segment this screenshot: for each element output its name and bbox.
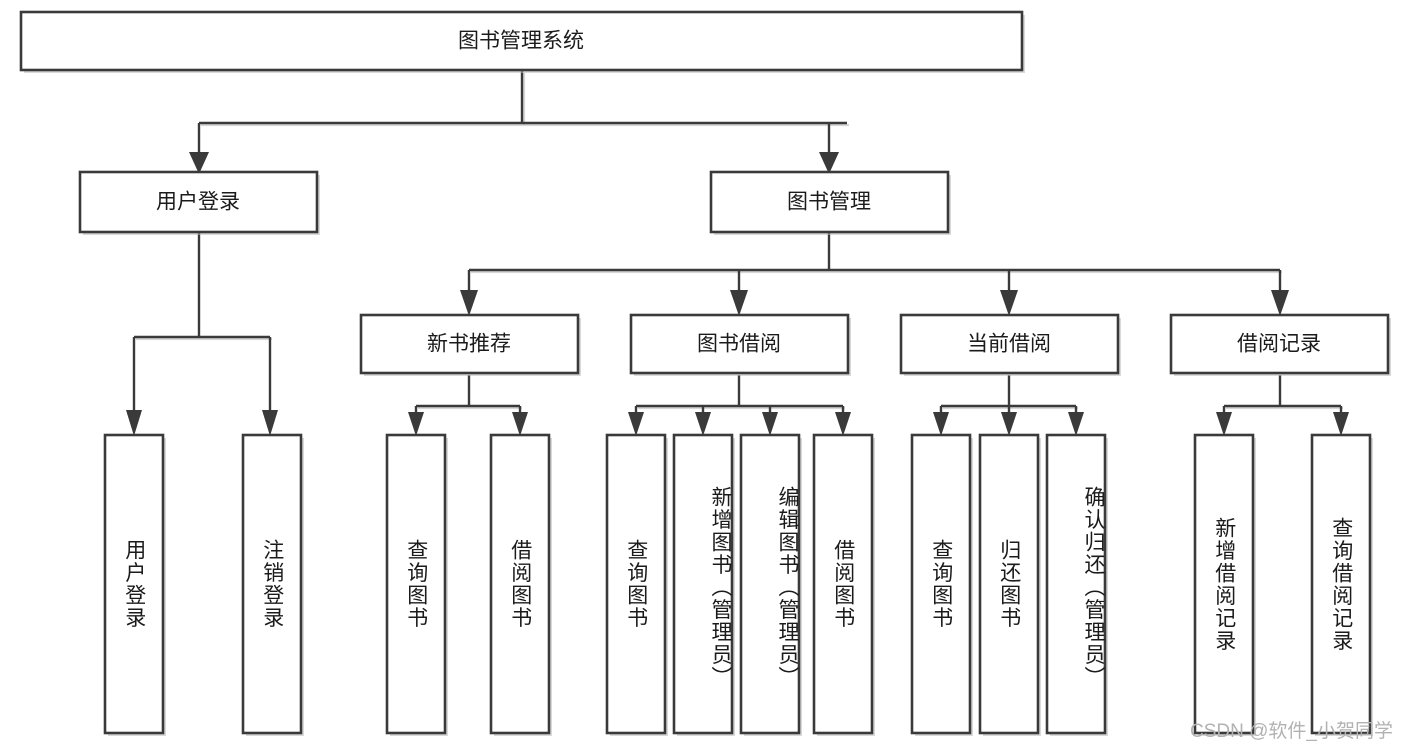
node-leaf-edit-book-box[interactable] — [739, 433, 801, 735]
arrowhead-leaf-add-book — [695, 412, 711, 436]
arrowhead-new-book-recommend — [460, 290, 478, 316]
connector-layer — [126, 71, 1349, 436]
node-new-book-recommend-label: 新书推荐 — [427, 333, 511, 356]
watermark-text: CSDN @软件_小贺同学 — [1190, 721, 1393, 742]
node-book-borrow-box[interactable] — [629, 313, 850, 375]
node-leaf-query-book-1-box[interactable] — [385, 433, 447, 735]
arrowhead-leaf-user-login — [126, 410, 142, 436]
node-user-login-label: 用户登录 — [156, 191, 240, 214]
node-leaf-query-book-2-box[interactable] — [605, 433, 667, 735]
node-leaf-user-login-box[interactable] — [103, 433, 165, 735]
node-root-box[interactable] — [19, 10, 1024, 72]
arrowhead-leaf-query-record — [1333, 412, 1349, 436]
arrowhead-user-login — [189, 152, 209, 174]
arrowhead-current-borrow — [1000, 290, 1018, 316]
node-leaf-user-logout-box[interactable] — [241, 433, 303, 735]
node-current-borrow-label: 当前借阅 — [967, 333, 1051, 356]
node-book-manage-box[interactable] — [709, 170, 950, 234]
arrowhead-leaf-borrow-book-2 — [835, 412, 851, 436]
node-user-login-box[interactable] — [78, 170, 319, 234]
node-leaf-confirm-return-box[interactable] — [1045, 433, 1107, 735]
arrowhead-leaf-edit-book — [762, 412, 778, 436]
node-book-manage-label: 图书管理 — [787, 191, 871, 214]
arrowhead-leaf-query-book-2 — [628, 412, 644, 436]
arrowhead-leaf-confirm-return — [1068, 412, 1084, 436]
arrowhead-leaf-borrow-book-1 — [512, 412, 528, 436]
arrowhead-leaf-query-book-3 — [933, 412, 949, 436]
node-borrow-record-box[interactable] — [1169, 313, 1390, 375]
arrowhead-leaf-user-logout — [262, 410, 278, 436]
node-leaf-add-record-box[interactable] — [1193, 433, 1255, 735]
arrowhead-book-borrow — [730, 290, 748, 316]
node-leaf-borrow-book-1-box[interactable] — [489, 433, 551, 735]
arrowhead-leaf-return-book — [1001, 412, 1017, 436]
node-layer: 图书管理系统 用户登录 图书管理 新书推荐 图书借阅 当前借阅 借阅记录 — [19, 10, 1391, 736]
node-current-borrow-box[interactable] — [899, 313, 1120, 375]
arrowhead-book-manage — [819, 152, 839, 174]
node-leaf-add-book-box[interactable] — [672, 433, 734, 735]
node-borrow-record-label: 借阅记录 — [1237, 333, 1321, 356]
node-leaf-query-record-box[interactable] — [1310, 433, 1372, 735]
node-new-book-recommend-box[interactable] — [359, 313, 580, 375]
arrowhead-leaf-add-record — [1216, 412, 1232, 436]
node-root-label: 图书管理系统 — [458, 30, 584, 53]
node-leaf-query-book-3-box[interactable] — [910, 433, 972, 735]
arrowhead-leaf-query-book-1 — [408, 412, 424, 436]
node-leaf-return-book-box[interactable] — [978, 433, 1040, 735]
node-book-borrow-label: 图书借阅 — [697, 333, 781, 356]
arrowhead-borrow-record — [1271, 290, 1289, 316]
node-leaf-borrow-book-2-box[interactable] — [812, 433, 874, 735]
